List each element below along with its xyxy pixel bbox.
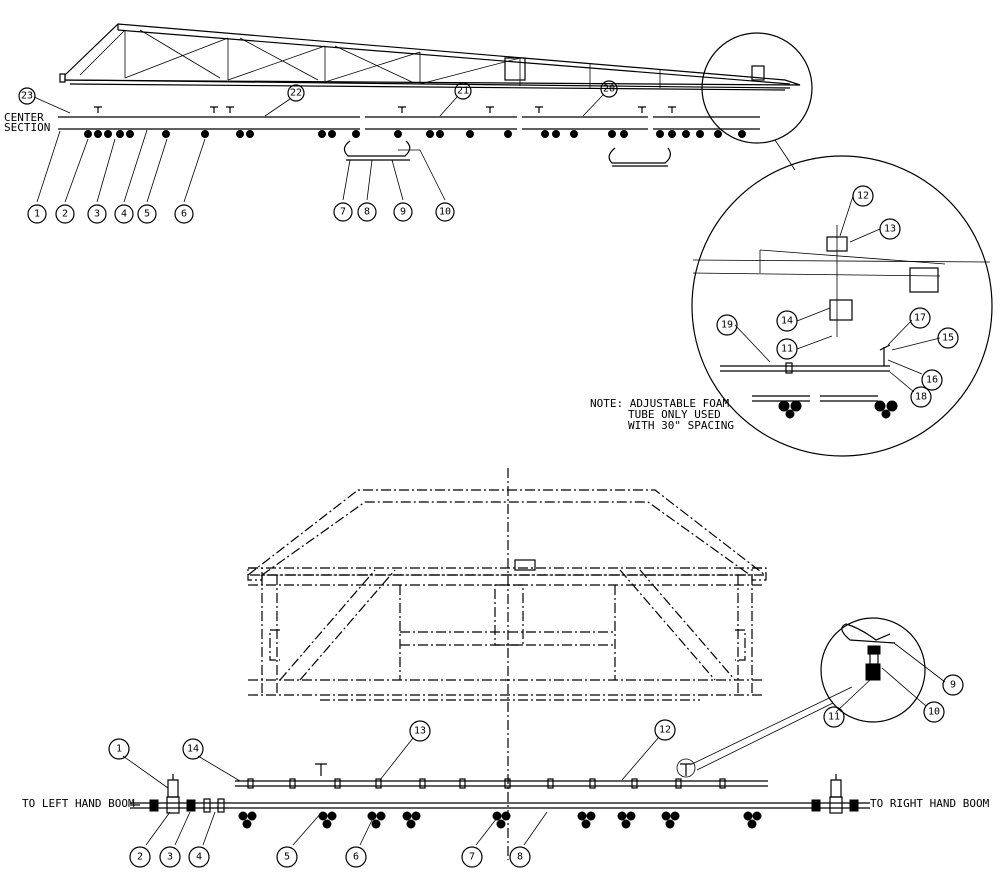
svg-text:9: 9 [400, 207, 406, 218]
svg-text:1: 1 [34, 209, 40, 220]
center-section-label-2: SECTION [4, 121, 50, 134]
svg-text:8: 8 [517, 852, 523, 863]
spray-boom-lower [130, 774, 870, 814]
svg-text:19: 19 [721, 320, 733, 331]
svg-text:22: 22 [290, 88, 302, 99]
svg-text:7: 7 [469, 852, 475, 863]
svg-text:TUBE ONLY USED: TUBE ONLY USED [628, 408, 721, 421]
svg-text:8: 8 [364, 207, 370, 218]
svg-text:18: 18 [915, 392, 927, 403]
svg-text:15: 15 [942, 333, 954, 344]
svg-text:12: 12 [659, 725, 671, 736]
upper-callouts: 23 22 21 20 1 2 3 4 5 6 7 8 9 10 [18, 80, 618, 224]
svg-text:23: 23 [21, 91, 33, 102]
detail-callouts-upper: 12 13 14 11 19 17 15 16 18 [716, 185, 959, 408]
upper-detail-magnifier [691, 32, 993, 457]
svg-text:12: 12 [857, 191, 869, 202]
right-boom-label: TO RIGHT HAND BOOM [870, 797, 990, 810]
svg-text:5: 5 [284, 852, 290, 863]
svg-text:20: 20 [603, 84, 615, 95]
svg-text:11: 11 [828, 712, 840, 723]
nozzle-bodies-lower [238, 811, 762, 829]
svg-text:10: 10 [928, 707, 940, 718]
boom-truss-side-view [59, 23, 801, 91]
left-boom-label: TO LEFT HAND BOOM [22, 797, 135, 810]
lower-detail-callouts: 9 10 11 [823, 642, 964, 728]
lower-callouts: 1 14 13 12 2 3 4 5 6 7 8 [108, 719, 676, 868]
upper-leaders [33, 94, 604, 203]
nozzle-bodies-upper [84, 130, 746, 138]
lower-leaders [122, 686, 853, 846]
svg-text:14: 14 [187, 744, 199, 755]
svg-text:6: 6 [181, 209, 187, 220]
spray-tubes-upper [58, 116, 760, 130]
svg-text:3: 3 [94, 209, 100, 220]
svg-text:NOTE: ADJUSTABLE FOAM: NOTE: ADJUSTABLE FOAM [590, 397, 729, 410]
svg-text:14: 14 [781, 316, 793, 327]
foam-tees-upper [94, 106, 676, 113]
svg-text:4: 4 [121, 209, 127, 220]
svg-text:13: 13 [884, 224, 896, 235]
svg-text:7: 7 [340, 207, 346, 218]
svg-text:10: 10 [439, 207, 451, 218]
center-section-frame [246, 468, 767, 860]
svg-text:17: 17 [914, 313, 926, 324]
svg-text:9: 9 [950, 680, 956, 691]
svg-text:11: 11 [781, 344, 793, 355]
foam-tube-lower [235, 758, 768, 789]
svg-text:5: 5 [144, 209, 150, 220]
center-section-label: CENTER [4, 111, 44, 124]
drop-hose-assemblies [343, 140, 671, 167]
svg-text:4: 4 [196, 852, 202, 863]
svg-text:21: 21 [457, 86, 469, 97]
svg-text:WITH 30" SPACING: WITH 30" SPACING [628, 419, 734, 432]
svg-text:13: 13 [414, 726, 426, 737]
foam-tube-note: NOTE: ADJUSTABLE FOAM TUBE ONLY USED WIT… [590, 397, 734, 432]
svg-text:6: 6 [353, 852, 359, 863]
svg-text:2: 2 [62, 209, 68, 220]
svg-text:16: 16 [926, 375, 938, 386]
svg-text:2: 2 [137, 852, 143, 863]
svg-text:1: 1 [116, 744, 122, 755]
lower-detail-magnifier [696, 617, 926, 771]
svg-text:3: 3 [167, 852, 173, 863]
